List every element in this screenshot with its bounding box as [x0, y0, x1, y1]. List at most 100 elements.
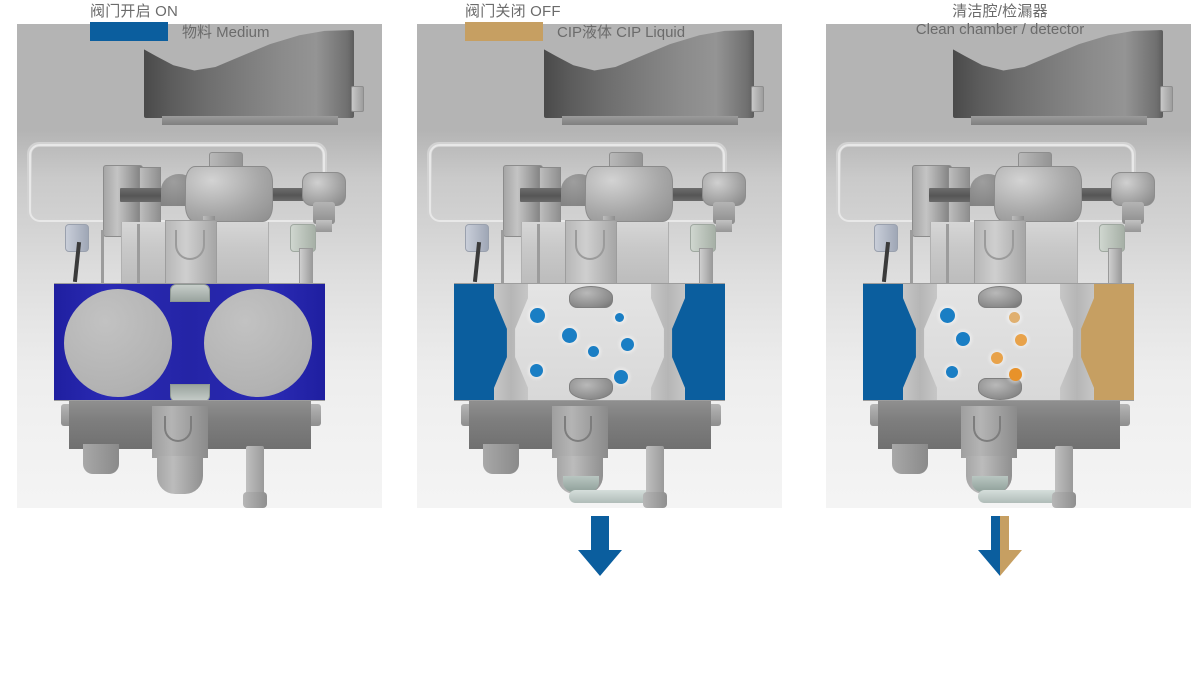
bubble: [621, 338, 634, 351]
valve-plug-bottom: [569, 378, 613, 400]
down-arrow-blue-icon: [578, 516, 622, 576]
bubble: [614, 370, 628, 384]
bubble: [991, 352, 1003, 364]
bubble: [1009, 312, 1020, 323]
arrow-left-half: [578, 516, 622, 576]
drain-tip: [563, 476, 599, 492]
legend-medium: 物料 Medium: [0, 21, 400, 42]
bubble-group-clean-chamber: [923, 292, 1073, 396]
lower-pipe-right: [246, 446, 264, 498]
column-valve-open: 阀门开启 ON 物料 Medium: [0, 0, 400, 674]
actuator-hood: [144, 30, 354, 118]
clamp-right: [1099, 224, 1125, 252]
caption-valve-closed: 阀门关闭 OFF CIP液体 CIP Liquid: [400, 0, 800, 42]
valve-plug-top: [978, 286, 1022, 308]
bonnet-mark-icon: [984, 230, 1014, 260]
control-head: [585, 166, 673, 222]
legend-swatch-cip: [465, 22, 543, 41]
arrow-left-half: [978, 516, 1000, 576]
legend-label-cip: CIP液体 CIP Liquid: [557, 24, 686, 41]
lower-stub-left: [892, 444, 928, 474]
control-head: [185, 166, 273, 222]
actuator-hood: [953, 30, 1163, 118]
state-label-clean-chamber: 清洁腔/检漏器: [952, 3, 1048, 20]
bubble: [530, 364, 543, 377]
lower-pipe-right: [1055, 446, 1073, 498]
lower-pipe-right: [646, 446, 664, 498]
column-valve-closed: 阀门关闭 OFF CIP液体 CIP Liquid: [400, 0, 800, 674]
legend-label-clean-chamber: Clean chamber / detector: [915, 21, 1085, 38]
bubble: [615, 313, 624, 322]
air-elbow-tip: [1125, 220, 1141, 232]
bonnet-mark-icon: [175, 230, 205, 260]
arrow-wrap-closed: [400, 516, 800, 583]
bubble: [562, 328, 577, 343]
drain-tip: [972, 476, 1008, 492]
bubble: [1009, 368, 1022, 381]
lower-column-mark-icon: [564, 416, 592, 442]
arrow-wrap-clean-chamber: [800, 516, 1200, 583]
actuator-tab-icon: [351, 86, 364, 112]
lower-pipe-right-cap: [643, 492, 667, 508]
seat-neck-top: [170, 284, 210, 302]
stem-thin-b: [946, 224, 949, 286]
lower-cone: [157, 456, 203, 494]
sensor-rod-right: [699, 248, 713, 286]
legend-cip: CIP液体 CIP Liquid: [400, 21, 800, 42]
air-elbow: [302, 172, 346, 206]
caption-clean-chamber: 清洁腔/检漏器 Clean chamber / detector: [800, 0, 1200, 38]
actuator-tab-icon: [1160, 86, 1173, 112]
valve-render-closed: [417, 24, 782, 508]
bubble: [946, 366, 958, 378]
air-elbow-body: [713, 202, 735, 224]
media-band-clean-chamber: [863, 283, 1134, 401]
bubble: [956, 332, 970, 346]
sensor-rod-right: [299, 248, 313, 286]
bubble-group-closed: [514, 292, 664, 396]
actuator-base: [162, 116, 338, 125]
sensor-rod-right: [1108, 248, 1122, 286]
arrow-right-half: [1000, 516, 1022, 576]
lower-column-mark-icon: [973, 416, 1001, 442]
stem-thin-b: [537, 224, 540, 286]
legend-label-medium: 物料 Medium: [182, 24, 270, 41]
stem-thin-b: [137, 224, 140, 286]
valve-render-open: [17, 24, 382, 508]
pipe-disc-right: [204, 289, 312, 397]
seat-neck-bottom: [170, 384, 210, 400]
media-band-closed: [454, 283, 725, 401]
bubble: [940, 308, 955, 323]
air-elbow: [1111, 172, 1155, 206]
drain-pipe: [569, 490, 651, 503]
valve-render-clean-chamber: [826, 24, 1191, 508]
stem-thin-a: [501, 230, 504, 286]
actuator-base: [971, 116, 1147, 125]
lower-stub-left: [483, 444, 519, 474]
column-clean-chamber: 清洁腔/检漏器 Clean chamber / detector: [800, 0, 1200, 674]
bubble: [530, 308, 545, 323]
clamp-right: [690, 224, 716, 252]
actuator-base: [562, 116, 738, 125]
state-label-open: 阀门开启 ON: [90, 3, 179, 20]
lower-pipe-right-cap: [243, 492, 267, 508]
air-elbow: [702, 172, 746, 206]
lower-column-mark-icon: [164, 416, 192, 442]
control-head: [994, 166, 1082, 222]
bonnet-mark-icon: [575, 230, 605, 260]
stem-thin-a: [101, 230, 104, 286]
drain-pipe: [978, 490, 1060, 503]
lower-pipe-right-cap: [1052, 492, 1076, 508]
lower-stub-left: [83, 444, 119, 474]
air-elbow-tip: [716, 220, 732, 232]
valve-plug-bottom: [978, 378, 1022, 400]
valve-plug-top: [569, 286, 613, 308]
bubble: [588, 346, 599, 357]
air-elbow-body: [1122, 202, 1144, 224]
bubble: [1015, 334, 1027, 346]
caption-valve-open: 阀门开启 ON 物料 Medium: [0, 0, 400, 42]
down-arrow-blue-gold-icon: [978, 516, 1022, 576]
air-elbow-tip: [316, 220, 332, 232]
state-label-closed: 阀门关闭 OFF: [465, 3, 561, 20]
media-band-open: [54, 283, 325, 401]
